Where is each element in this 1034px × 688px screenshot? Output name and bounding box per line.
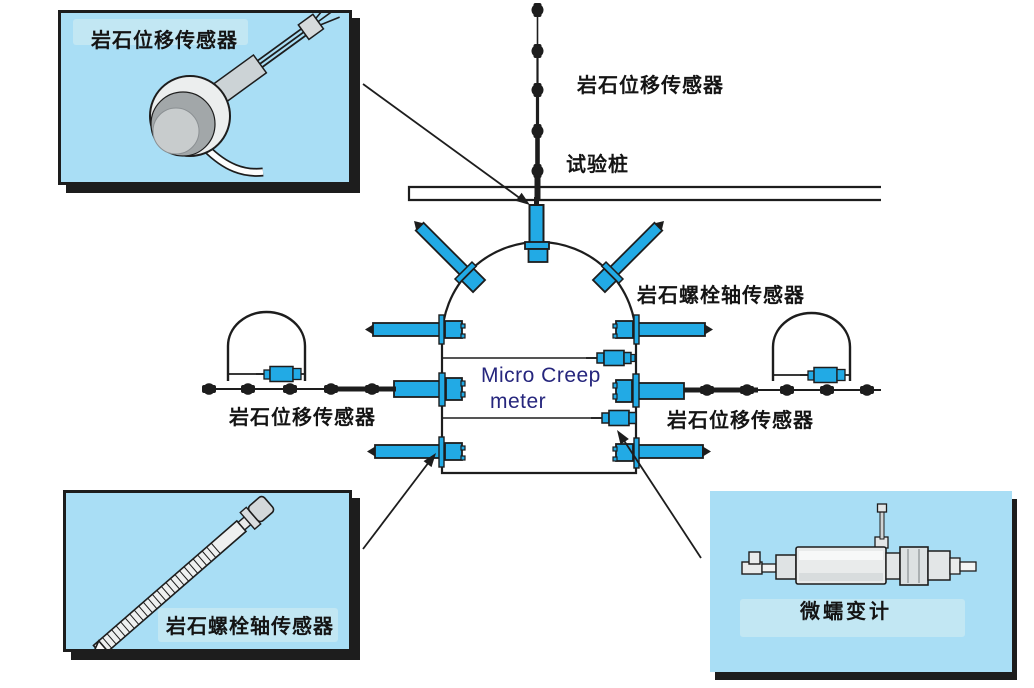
upper-right-rock-bolt [591,221,664,294]
inset-label-rock-displacement-sensor: 岩石位移传感器 [91,30,238,52]
highlight-streak [73,19,248,45]
annotation-test-pile: 试验桩 [566,154,629,176]
test-pile-beam [407,185,881,202]
highlight-streak [740,599,965,637]
annotation-top-sensor-chain: 岩石位移传感器 [577,75,724,97]
inset-label-rock-bolt-axial-sensor: 岩石螺栓轴传感器 [166,616,334,638]
right-wall-bolts [612,314,713,469]
annotation-bolt-axial-sensor: 岩石螺栓轴传感器 [637,285,805,307]
annotation-right-displacement-chain: 岩石位移传感器 [667,410,814,432]
rock-bolt-photo [90,495,275,649]
inset-label-micro-creep-meter: 微蠕变计 [800,601,892,623]
left-monitoring-dome [226,310,307,383]
left-wall-bolts [365,314,466,468]
annotation-left-displacement-chain: 岩石位移传感器 [229,407,376,429]
left-displacement-sensor-chain [202,383,396,395]
rock-displacement-sensor-photo [149,13,340,177]
tunnel-center-label-line1: Micro Creep [481,364,601,387]
tunnel-center-label-line2: meter [490,390,547,413]
inset-micro-creep-meter: 微蠕变计 [710,491,1012,672]
inset-rock-displacement-sensor: 岩石位移传感器 [58,10,352,185]
callout-arrows [362,83,702,559]
inset-rock-bolt-axial-sensor: 岩石螺栓轴传感器 [63,490,352,652]
top-displacement-sensor-chain [531,3,544,200]
highlight-streak [158,608,338,642]
micro-creep-meter-photo [741,503,977,586]
right-displacement-sensor-chain [684,384,881,396]
micro-creep-meter-devices [586,349,637,427]
upper-left-rock-bolt [414,221,487,294]
crown-rock-bolt [524,197,550,263]
right-monitoring-dome [771,311,852,384]
